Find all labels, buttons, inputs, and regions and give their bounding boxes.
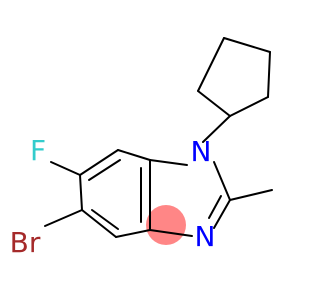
bond-c4-c3a <box>115 229 151 238</box>
bond-inner-c5-c4 <box>91 209 119 230</box>
bond-cp-1 <box>197 90 231 117</box>
bond-n1-cyclopentyl <box>202 115 231 143</box>
atom-label-n1: N <box>191 135 212 168</box>
atom-label-br: Br <box>10 226 41 259</box>
bond-c6-c5 <box>79 174 83 211</box>
bond-cp-2 <box>197 37 225 92</box>
bond-c7a-n1 <box>149 159 188 166</box>
bond-c2-methyl <box>229 189 273 201</box>
structure-canvas: F N N Br <box>9 37 273 259</box>
bond-inner-c7-c6 <box>88 159 121 181</box>
bond-c2-n3-double <box>208 195 222 219</box>
molecule-drawing: F N N Br <box>10 37 273 259</box>
bond-cp-3 <box>223 37 271 53</box>
atom-label-f: F <box>30 134 46 167</box>
bond-cp-4 <box>267 51 271 98</box>
bond-c7a-c7 <box>117 149 151 161</box>
aromatic-highlight <box>146 205 186 245</box>
bond-n1-c2 <box>213 161 231 201</box>
bond-c5-c4 <box>81 209 117 238</box>
bond-c6-f <box>50 161 81 176</box>
bond-c5-br <box>44 209 83 227</box>
atom-label-n3: N <box>195 220 216 253</box>
bond-c2-n3 <box>213 199 231 229</box>
bond-cp-5 <box>229 96 269 117</box>
bond-n3-c3a <box>149 229 193 237</box>
bond-c7-c6 <box>79 149 119 176</box>
